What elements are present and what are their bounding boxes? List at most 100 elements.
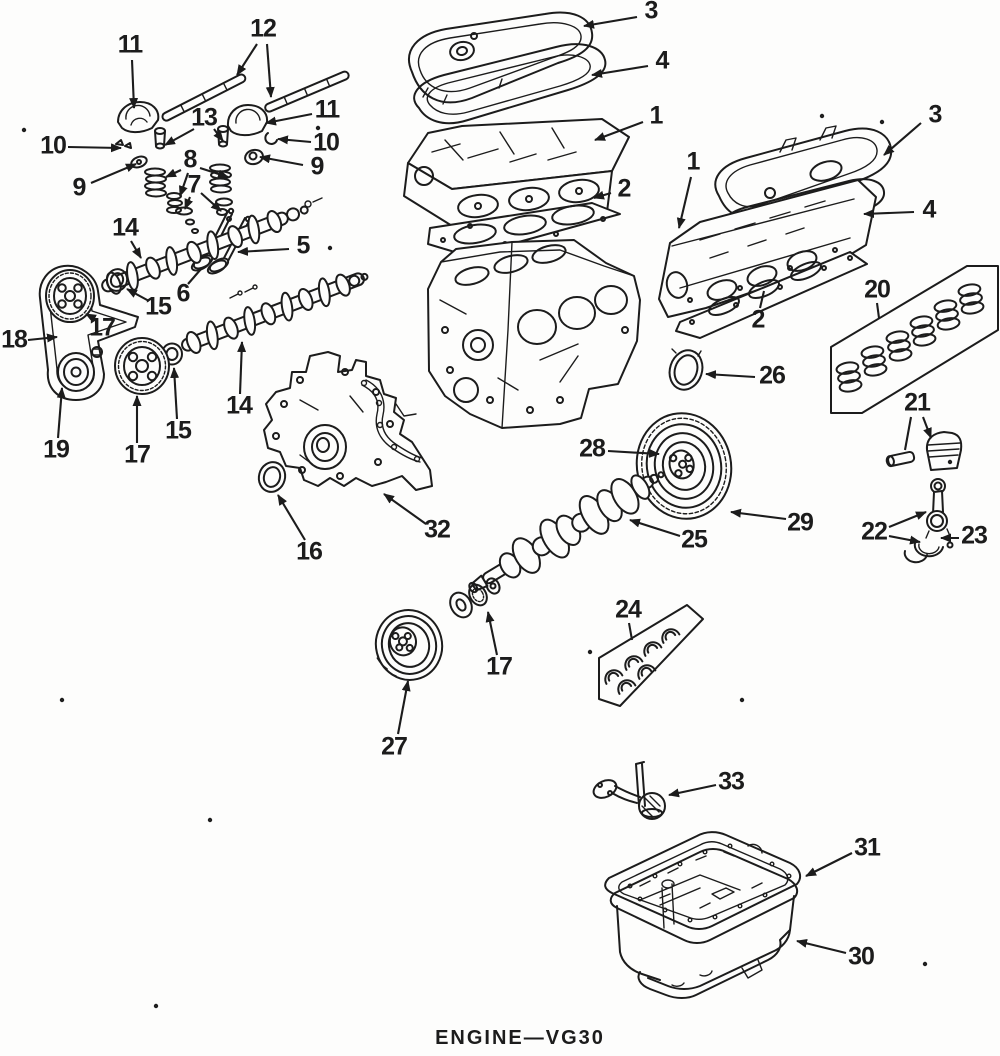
leader-line [56, 387, 66, 439]
leader-line [607, 448, 660, 458]
callout-number: 6 [177, 280, 190, 308]
callout-14: 14 [226, 341, 254, 420]
callout-18: 18 [1, 326, 58, 354]
leader-line [179, 172, 189, 197]
rod-bearing-cap [903, 541, 954, 564]
callout-number: 24 [615, 596, 642, 624]
callout-4: 4 [591, 47, 671, 78]
callout-28: 28 [579, 435, 660, 463]
callout-3: 3 [583, 0, 659, 29]
leader-line [875, 302, 881, 319]
callout-number: 13 [191, 104, 217, 132]
callout-2: 2 [752, 290, 766, 334]
callout-17: 17 [85, 313, 116, 342]
callout-13: 13 [164, 104, 224, 146]
leader-line [591, 64, 649, 78]
leader-line [90, 163, 137, 184]
callout-31: 31 [805, 834, 882, 877]
callout-26: 26 [705, 362, 786, 390]
scan-specks [21, 113, 953, 1009]
callout-33: 33 [668, 768, 745, 798]
callout-number: 2 [618, 175, 631, 203]
callout-number: 17 [89, 314, 115, 342]
leader-line [888, 534, 921, 545]
callout-number: 5 [297, 232, 311, 260]
callout-3: 3 [883, 101, 943, 156]
cam-sprocket-upper [45, 269, 95, 323]
callout-number: 20 [864, 276, 890, 304]
callout-25: 25 [629, 518, 709, 554]
callout-number: 15 [145, 293, 172, 321]
callout-number: 14 [226, 392, 253, 420]
callout-number: 9 [311, 153, 324, 181]
callout-number: 32 [424, 516, 450, 544]
leader-line [184, 196, 193, 210]
leader-line [676, 176, 693, 229]
callout-2: 2 [593, 175, 632, 203]
callout-23: 23 [940, 522, 988, 550]
leader-line [165, 168, 182, 178]
camshaft-rear [181, 272, 369, 354]
flywheel [635, 412, 733, 520]
callout-number: 10 [313, 129, 339, 157]
head-gasket-right [675, 251, 868, 339]
crank-pulley [374, 609, 444, 681]
rear-main-seal [668, 348, 704, 391]
leader-line [922, 416, 932, 439]
leader-line [164, 128, 195, 146]
leader-line [583, 15, 638, 29]
leader-line [126, 288, 150, 302]
callout-number: 8 [184, 146, 198, 174]
front-crank-seal [257, 461, 287, 493]
leader-line [129, 59, 139, 109]
callout-number: 4 [656, 47, 670, 75]
leader-line [27, 333, 58, 343]
callout-19: 19 [43, 387, 70, 464]
callout-11: 11 [118, 31, 144, 109]
callout-1: 1 [676, 148, 702, 229]
leader-line [277, 494, 306, 541]
callout-number: 11 [118, 31, 144, 59]
spring-retainer-left [130, 155, 148, 169]
small-screws [229, 197, 323, 299]
piston-ring-set-box [830, 265, 999, 414]
callout-22: 22 [861, 511, 927, 546]
callout-10: 10 [40, 132, 122, 160]
crank-washers [449, 577, 501, 619]
callout-number: 10 [40, 132, 66, 160]
leader-line [705, 370, 756, 380]
leader-line [758, 290, 766, 309]
leader-line [629, 518, 681, 538]
leader-line [187, 268, 202, 285]
callout-number: 4 [923, 196, 937, 224]
rocker-shaft-rear [264, 70, 350, 113]
valve-spring-left [144, 167, 167, 198]
leader-line [265, 43, 275, 98]
leader-line [383, 493, 427, 525]
leader-line [237, 341, 247, 395]
callout-number: 11 [315, 96, 341, 124]
callout-1: 1 [594, 102, 665, 141]
oil-strainer [592, 761, 666, 820]
callout-32: 32 [383, 493, 451, 544]
leader-line [396, 680, 411, 735]
rocker-arm-left [117, 101, 160, 134]
callout-number: 3 [645, 0, 658, 25]
callout-number: 16 [296, 538, 322, 566]
valve-cover-gasket-left [413, 43, 607, 125]
oil-pan-gasket [604, 831, 802, 930]
callout-27: 27 [381, 680, 411, 761]
leader-line [199, 167, 229, 179]
callout-number: 15 [165, 417, 192, 445]
leader-line [593, 190, 612, 200]
callout-number: 7 [188, 171, 201, 199]
leader-line [200, 192, 222, 212]
valve-spring-inner-left [166, 192, 183, 214]
leader-line [236, 43, 258, 76]
valve-keeper-left [115, 139, 132, 149]
callout-number: 12 [250, 15, 276, 43]
callout-21: 21 [903, 389, 932, 451]
callout-5: 5 [237, 232, 312, 260]
callout-number: 2 [752, 306, 765, 334]
